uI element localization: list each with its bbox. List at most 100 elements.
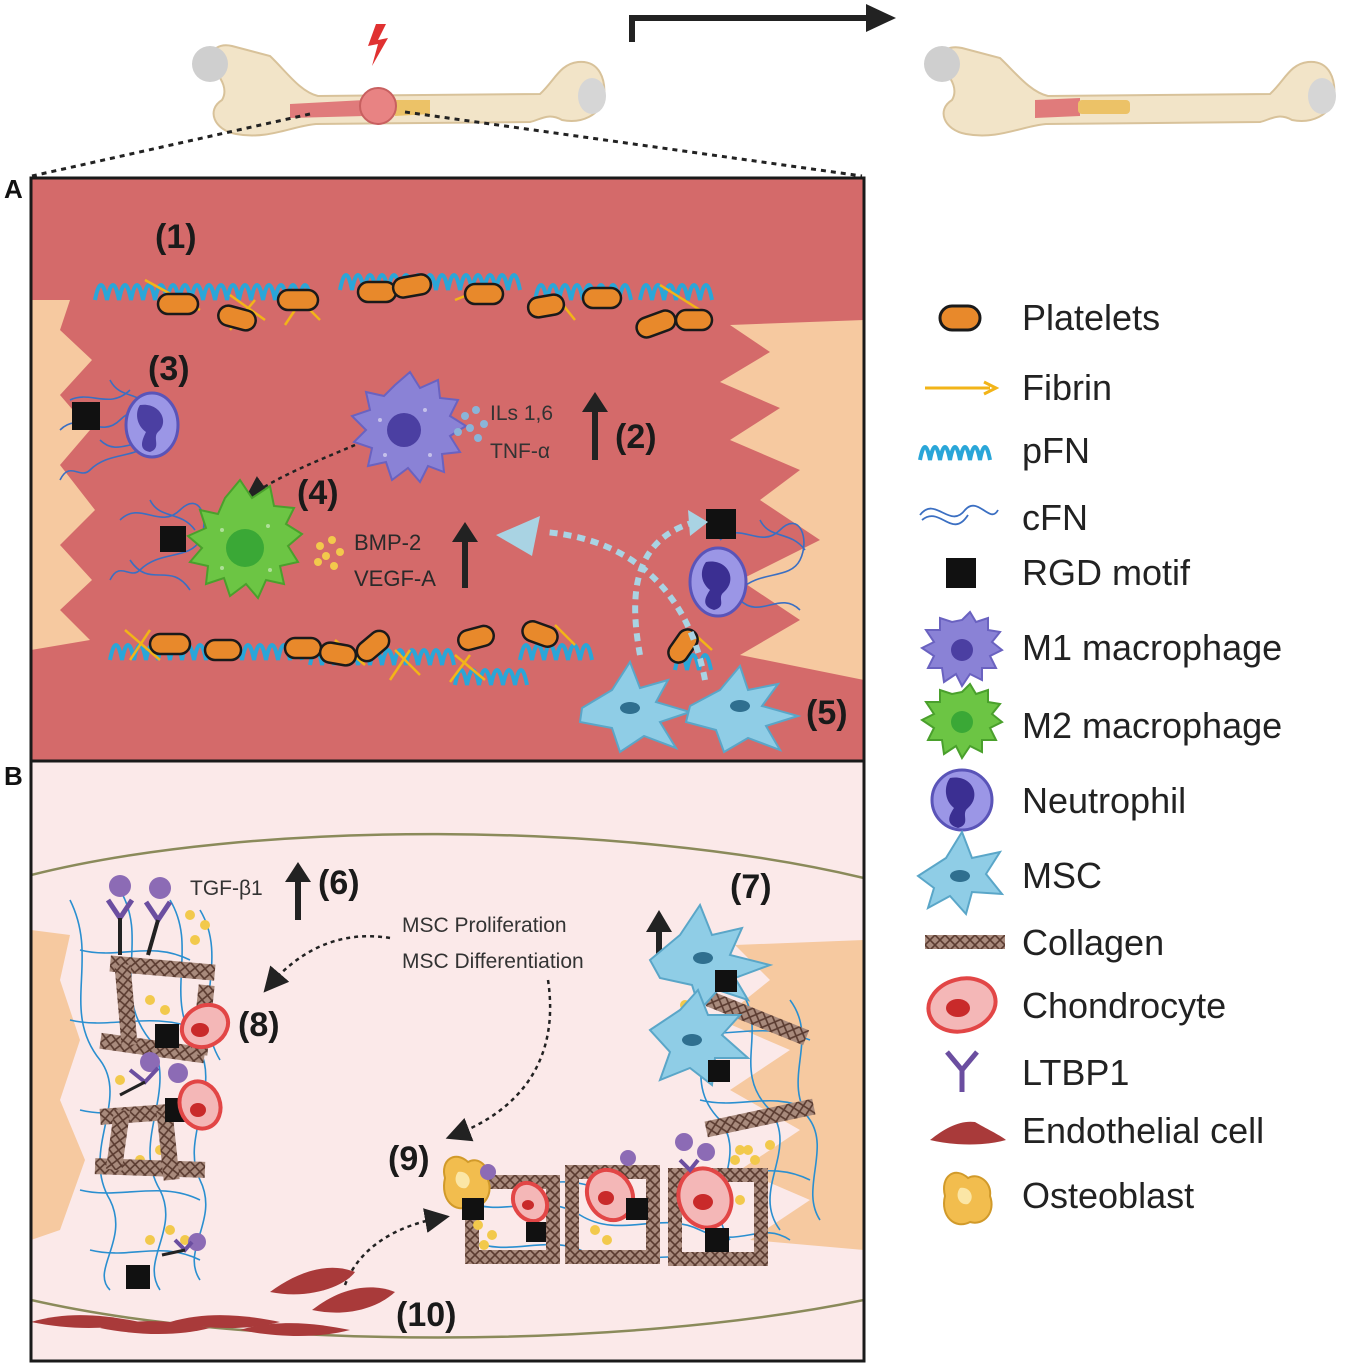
neutrophil-icon (930, 768, 994, 832)
step-label-3: (3) (148, 350, 190, 388)
m1-macrophage-icon (920, 610, 1004, 688)
endothelial-cells (31, 1267, 395, 1336)
step-label-1: (1) (155, 218, 197, 256)
rgd-motif-square (462, 1198, 484, 1220)
pfn-fibers-bottom (108, 643, 713, 686)
msc-cell (578, 659, 694, 754)
healing-arrow (629, 4, 896, 42)
legend-label-neutrophil: Neutrophil (1022, 780, 1186, 821)
step-label-5: (5) (806, 694, 848, 732)
msc-cell (648, 988, 751, 1087)
legend-label-osteoblast: Osteoblast (1022, 1175, 1194, 1216)
legend-label-ltbp1: LTBP1 (1022, 1052, 1129, 1093)
step-label-2: (2) (615, 418, 657, 456)
ltbp1-tgf-complex (105, 875, 173, 956)
rgd-motif-square (160, 526, 186, 552)
msc-cell (684, 663, 802, 754)
m2-secreted-vegfa: VEGF-A (354, 566, 436, 591)
m2-macrophage-icon (920, 682, 1004, 760)
msc-arrowhead (688, 510, 708, 536)
endothelial-cell-icon (930, 1121, 1006, 1145)
osteoblast-cell (443, 1155, 491, 1210)
fractured-bone-illustration (192, 24, 606, 137)
panel-b: TGF-β1 (6) MSC Proliferation MSC Differe… (31, 761, 864, 1361)
bone-fragment-right (720, 320, 864, 680)
step-label-6: (6) (318, 864, 360, 902)
m1-upregulation-arrow (582, 392, 608, 460)
rgd-motif-square (126, 1265, 150, 1289)
panel-a-label: A (4, 174, 23, 204)
callus-boundary-bottom (31, 1298, 864, 1339)
m2-secreted-bmp2: BMP-2 (354, 530, 421, 555)
m1-secreted-ils: ILs 1,6 (490, 402, 553, 425)
pfn-icon (918, 445, 992, 461)
msc-differentiation-label: MSC Differentiation (402, 950, 584, 973)
msc-proliferation-label: MSC Proliferation (402, 914, 567, 937)
legend-label-cfn: cFN (1022, 497, 1088, 538)
step-label-4: (4) (297, 474, 339, 512)
legend-label-rgd-motif: RGD motif (1022, 552, 1191, 593)
collagen-icon (925, 935, 1005, 949)
chondrocyte-cell (584, 1167, 636, 1223)
chondrocyte-cell (510, 1180, 550, 1224)
rgd-motif-square (72, 402, 100, 430)
legend-label-m2-macrophage: M2 macrophage (1022, 705, 1282, 746)
fibrin-icon (925, 380, 1000, 396)
step-label-8: (8) (238, 1006, 280, 1044)
msc-recruitment-arrows (544, 519, 708, 681)
chondrocyte-cell (179, 1002, 231, 1050)
legend: Platelets Fibrin pFN cFN RGD motif M1 ma… (916, 297, 1282, 1226)
ltbp1-icon (945, 1050, 979, 1092)
m1-to-m2-arrow (243, 443, 356, 501)
m2-macrophage-cell (186, 478, 304, 600)
rgd-motif-square (626, 1198, 648, 1220)
chondrocyte-icon (926, 976, 998, 1034)
step-label-7: (7) (730, 868, 772, 906)
chondrocyte-cell (676, 1166, 734, 1230)
legend-label-pfn: pFN (1022, 430, 1090, 471)
msc-arrowhead (496, 516, 540, 556)
growth-factor-dots-bottom (473, 1145, 753, 1250)
ltbp1-tgf-complex (161, 1233, 206, 1257)
rgd-motif-square (706, 509, 736, 539)
platelet-icon (938, 304, 982, 332)
neutrophil-cell (124, 391, 180, 459)
chondrocyte-cell (177, 1079, 223, 1131)
msc-icon (916, 829, 1005, 917)
legend-label-platelets: Platelets (1022, 297, 1160, 338)
cfn-icon (919, 504, 999, 526)
bone-fragment-left (31, 930, 85, 1240)
panel-b-label: B (4, 761, 23, 791)
zoom-indicator-lines (31, 110, 863, 178)
step-label-10: (10) (396, 1296, 456, 1334)
legend-label-msc: MSC (1022, 855, 1102, 896)
osteoblast-icon (943, 1171, 993, 1226)
tgf-beta1-label: TGF-β1 (190, 877, 263, 900)
ltbp1-tgf-complex (119, 1052, 188, 1097)
ltbp1-tgf-complex (480, 1133, 715, 1180)
callus-boundary-top (31, 832, 864, 880)
rgd-motif-square (705, 1228, 729, 1252)
rgd-motif-square (715, 970, 737, 992)
legend-label-collagen: Collagen (1022, 922, 1164, 963)
m1-cytokine-dots (454, 406, 488, 442)
rgd-motif-icon (946, 558, 976, 588)
rgd-motif-square (526, 1222, 546, 1242)
tgf-upregulation-arrow (285, 862, 311, 920)
panel-b-border (29, 759, 866, 1363)
m2-upregulation-arrow (452, 522, 478, 588)
msc-to-chondrocyte-arrow (263, 935, 391, 993)
legend-label-endothelial-cell: Endothelial cell (1022, 1110, 1264, 1151)
legend-label-chondrocyte: Chondrocyte (1022, 985, 1226, 1026)
lightning-bolt-icon (368, 24, 388, 66)
platelets-top (156, 273, 714, 339)
legend-label-fibrin: Fibrin (1022, 367, 1112, 408)
collagen-fibers-right (704, 991, 816, 1138)
msc-cell (648, 902, 774, 1012)
step-label-9: (9) (388, 1140, 430, 1178)
m2-growth-factor-dots (314, 536, 344, 570)
m1-macrophage-cell (350, 370, 468, 484)
rgd-motif-square (155, 1024, 179, 1048)
m1-secreted-tnf: TNF-α (490, 440, 550, 463)
neutrophil-cell (688, 546, 748, 618)
